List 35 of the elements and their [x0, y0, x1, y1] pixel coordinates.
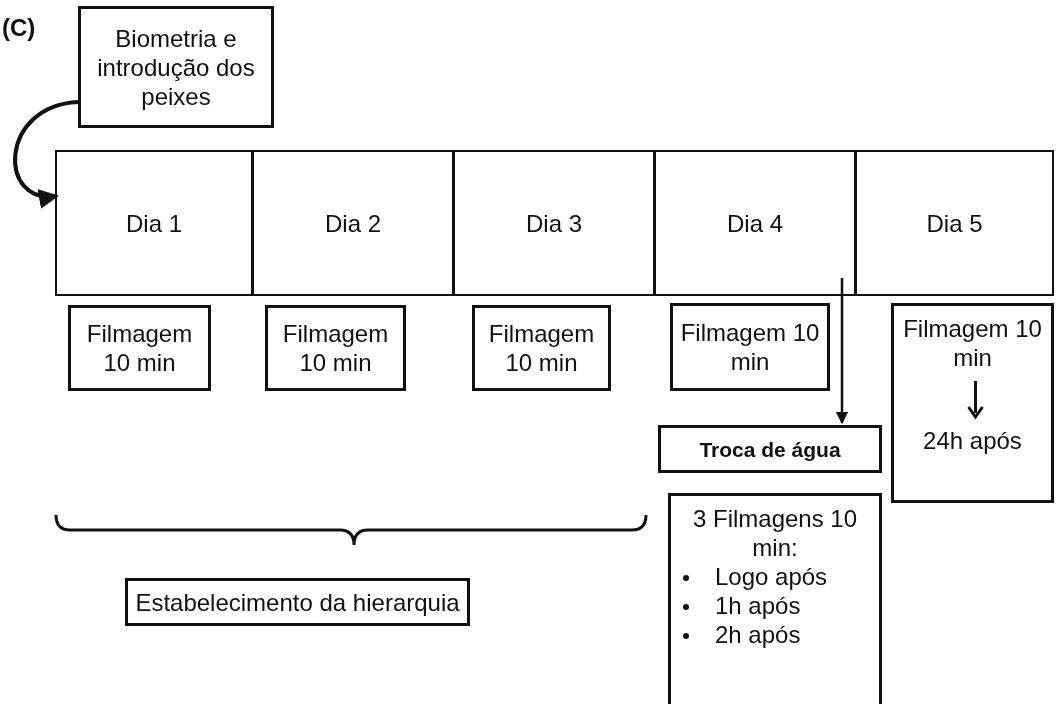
- box-text: Estabelecimento da hierarquia: [135, 587, 460, 617]
- step-box: [78, 6, 274, 128]
- box-text: Filmagem 10 min: [85, 319, 194, 377]
- panel-label: (C): [2, 14, 36, 42]
- box-text: Troca de água: [699, 436, 841, 463]
- day-cell: [252, 150, 454, 296]
- arrow: [835, 278, 849, 425]
- box-text: Filmagem 10 min: [902, 314, 1043, 372]
- bullet-item: 1h após: [671, 591, 879, 620]
- box-text: Filmagem 10 min: [679, 318, 821, 376]
- day-cell: [55, 150, 253, 296]
- step-box: [658, 425, 882, 473]
- box-text: Dia 4: [727, 208, 783, 238]
- day-cell: [654, 150, 856, 296]
- filming-box: [265, 305, 406, 391]
- filming-box: [668, 493, 882, 704]
- box-text: Filmagem 10 min: [487, 319, 596, 377]
- day-cell: [855, 150, 1054, 296]
- box-text: Filmagem 10 min: [281, 319, 390, 377]
- box-text: Dia 5: [926, 208, 983, 238]
- box-text: Dia 3: [526, 208, 582, 238]
- filming-box: [670, 303, 830, 391]
- filming-box: [891, 303, 1054, 503]
- filming-box: [68, 305, 211, 391]
- box-text: Dia 1: [126, 208, 182, 238]
- day-cell: [453, 150, 655, 296]
- bullet-item: 2h após: [671, 620, 879, 649]
- box-text: Biometria e introdução dos peixes: [96, 23, 256, 111]
- phase-box: [125, 578, 470, 626]
- curved-arrow: [13, 100, 79, 207]
- filming-box: [472, 305, 611, 391]
- note-text: 24h após: [923, 426, 1022, 455]
- bullet-item: Logo após: [671, 562, 879, 591]
- box-text: Dia 2: [325, 208, 381, 238]
- box-text: 3 Filmagens 10 min:: [691, 504, 859, 562]
